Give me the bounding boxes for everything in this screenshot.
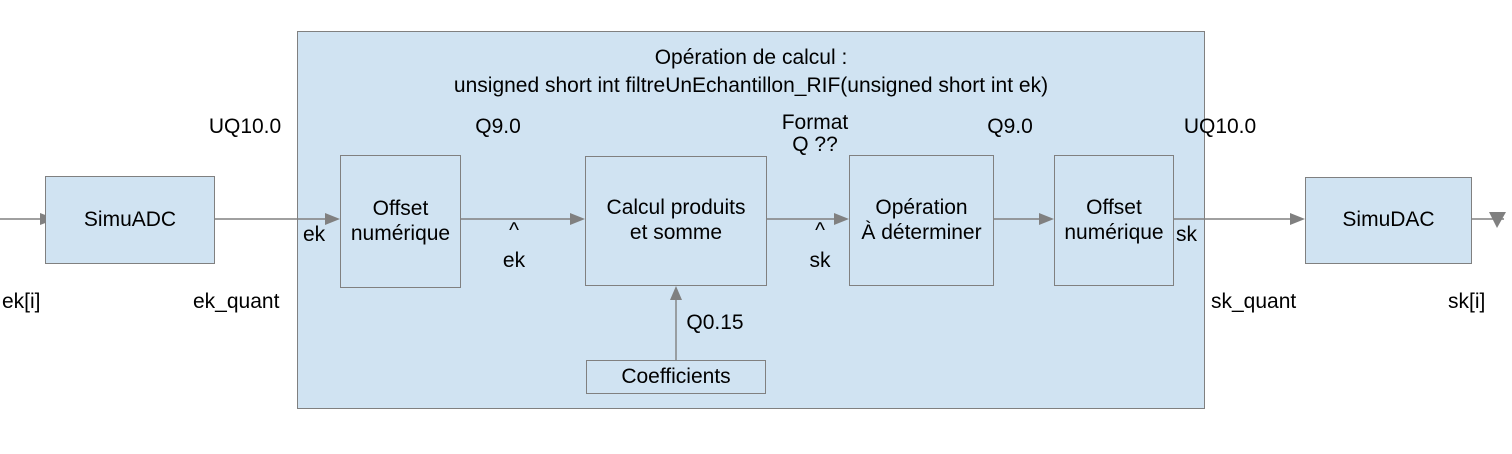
format-label-uq10-input: UQ10.0 <box>208 115 282 138</box>
signal-label-sk-i: sk[i] <box>1448 290 1486 313</box>
format-label-format-q-unknown: Format Q ?? <box>781 111 849 157</box>
signal-label-ek-quant: ek_quant <box>193 290 280 313</box>
signal-label-sk-quant: sk_quant <box>1211 290 1297 313</box>
signal-label-ek: ek <box>303 223 326 246</box>
signal-label-ek-hat: ^ ek <box>502 219 526 273</box>
block-simu-dac[interactable]: SimuDAC <box>1305 177 1472 264</box>
signal-label-sk: sk <box>1176 223 1197 246</box>
block-offset-numerique-output[interactable]: Offset numérique <box>1054 155 1174 286</box>
format-label-q9-output: Q9.0 <box>987 115 1033 138</box>
block-coefficients[interactable]: Coefficients <box>586 360 766 394</box>
format-label-q0-15: Q0.15 <box>686 311 744 334</box>
block-offset-numerique-input[interactable]: Offset numérique <box>340 155 461 288</box>
signal-label-ek-i: ek[i] <box>2 290 41 313</box>
block-simu-adc[interactable]: SimuADC <box>45 176 215 264</box>
format-label-q9-input: Q9.0 <box>475 115 521 138</box>
format-label-uq10-output: UQ10.0 <box>1183 115 1257 138</box>
block-operation-a-determiner[interactable]: Opération À déterminer <box>849 155 994 286</box>
container-title: Opération de calcul : unsigned short int… <box>453 46 1049 98</box>
signal-label-sk-hat: ^ sk <box>809 219 831 273</box>
block-calcul-produits-et-somme[interactable]: Calcul produits et somme <box>585 156 767 286</box>
